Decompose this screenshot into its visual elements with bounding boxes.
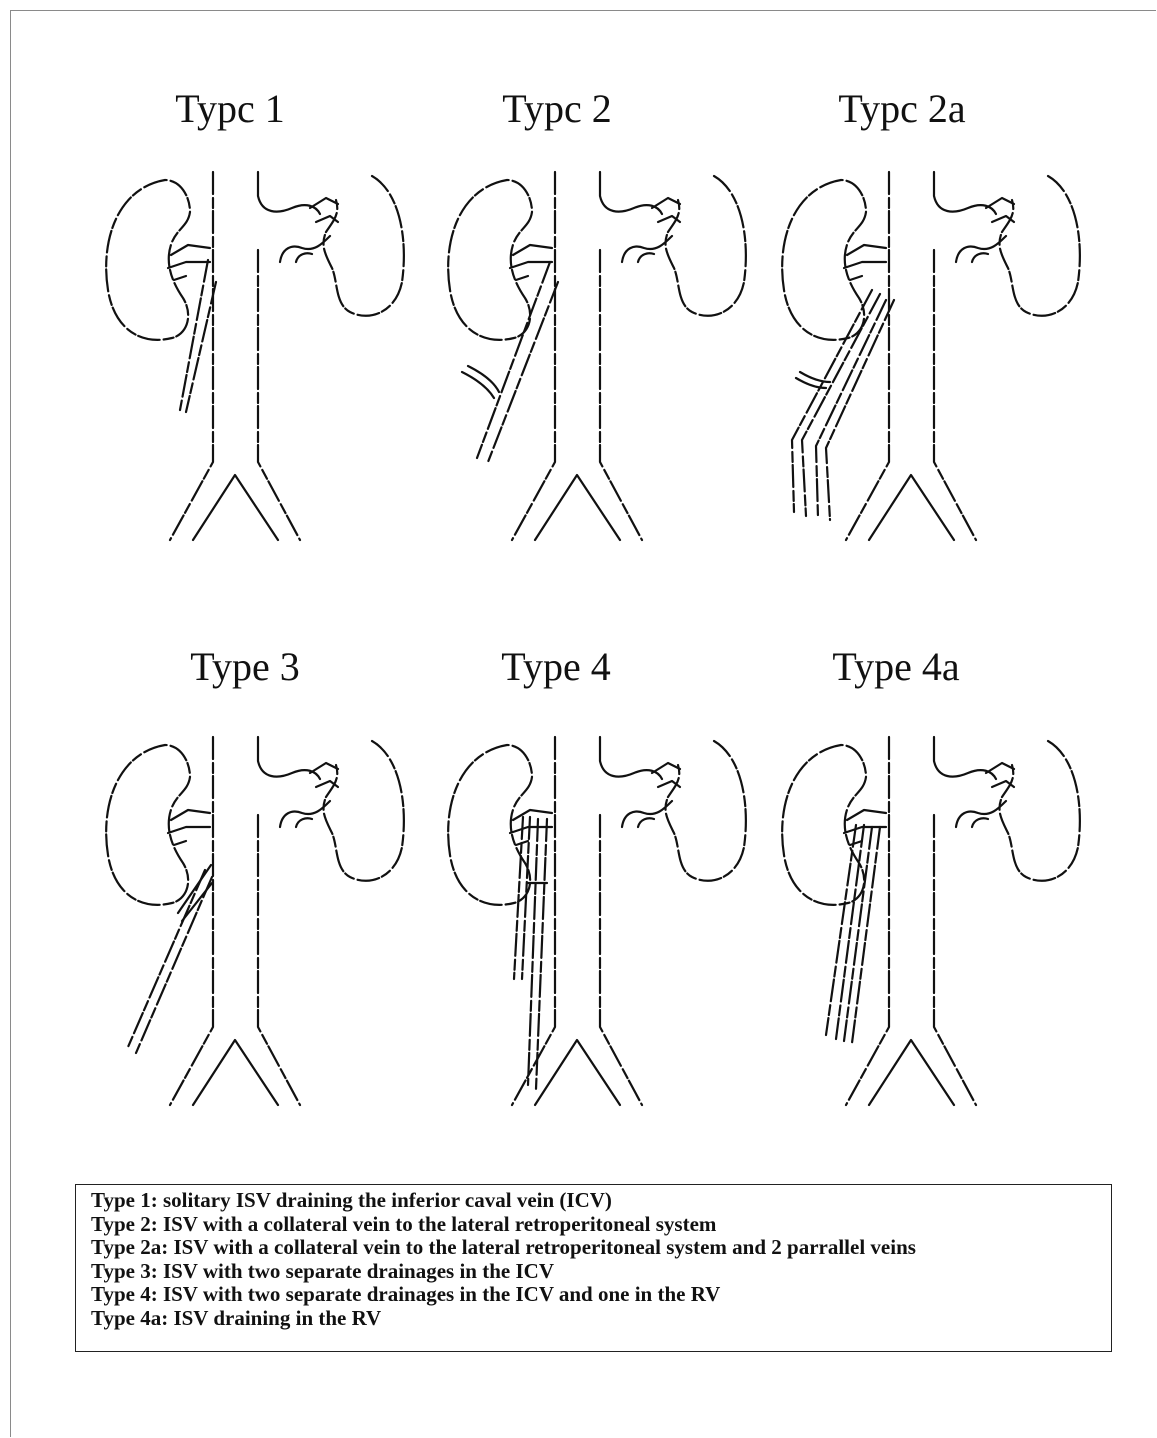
panel-title-type1: Typc 1 [175, 86, 284, 131]
legend-item-type2: Type 2: ISV with a collateral vein to th… [91, 1213, 1111, 1237]
panel-type1 [106, 172, 404, 540]
panel-type4a [782, 737, 1080, 1105]
panel-title-type2a: Typc 2a [838, 86, 965, 131]
legend-item-type2a: Type 2a: ISV with a collateral vein to t… [91, 1236, 1111, 1260]
isv-vein [528, 819, 538, 1085]
isv-vein [826, 825, 856, 1035]
panel-type2 [448, 172, 746, 540]
isv-vein [128, 870, 205, 1047]
isv-vein [844, 827, 872, 1041]
legend-item-type1: Type 1: solitary ISV draining the inferi… [91, 1189, 1111, 1213]
panel-title-type4a: Type 4a [832, 644, 959, 689]
venous-anatomy-diagram: Typc 1 Typc 2 Typc 2a Type 3 Type 4 Type… [0, 0, 1157, 1180]
legend-item-type4a: Type 4a: ISV draining in the RV [91, 1307, 1111, 1331]
isv-vein [802, 294, 880, 516]
panel-type2a [782, 172, 1080, 540]
isv-vein [477, 262, 550, 458]
legend-box: Type 1: solitary ISV draining the inferi… [75, 1184, 1112, 1352]
collateral-vein [462, 372, 494, 398]
panel-title-type2: Typc 2 [502, 86, 611, 131]
isv-vein [536, 819, 547, 1089]
panel-type4 [448, 737, 746, 1105]
legend-item-type3: Type 3: ISV with two separate drainages … [91, 1260, 1111, 1284]
panel-title-type4: Type 4 [501, 644, 610, 689]
panel-title-type3: Type 3 [190, 644, 299, 689]
isv-vein [488, 282, 558, 462]
panel-type3 [106, 737, 404, 1105]
legend-item-type4: Type 4: ISV with two separate drainages … [91, 1283, 1111, 1307]
